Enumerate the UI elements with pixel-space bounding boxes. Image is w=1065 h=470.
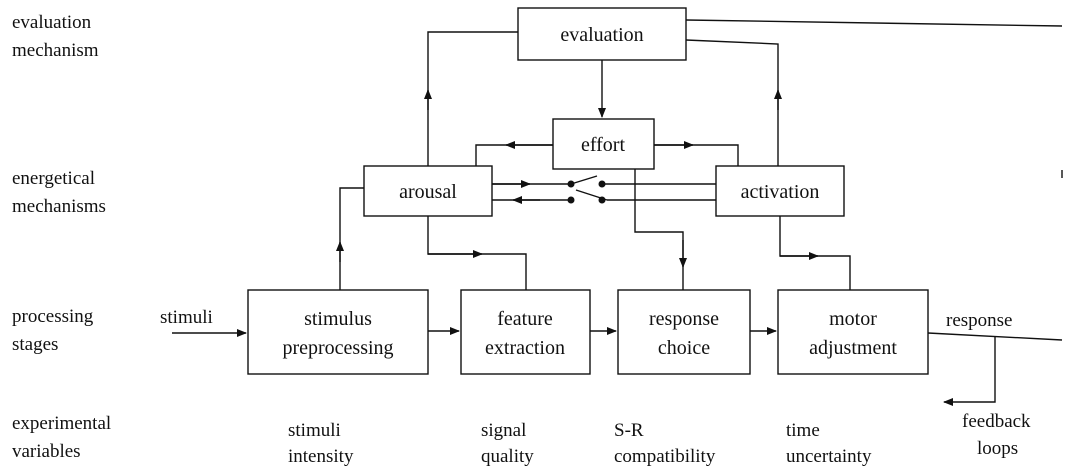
effort-to-activation-line (654, 144, 739, 166)
feedback-label-2: loops (977, 438, 1018, 459)
svg-text:mechanism: mechanism (12, 40, 99, 61)
arousal-box (363, 165, 493, 217)
var-time-uncertainty-2: uncertainty (786, 446, 872, 467)
connectors (172, 19, 1063, 406)
var-sr-compatibility-2: compatibility (614, 446, 716, 467)
row-label-energetical: energetical mechanisms (12, 168, 106, 217)
response-label: response (946, 310, 1012, 331)
boxes (247, 7, 929, 375)
svg-text:evaluation: evaluation (12, 12, 92, 33)
svg-text:stages: stages (12, 334, 58, 355)
var-sr-compatibility-1: S-R (614, 420, 644, 441)
stimulus-preprocessing-label-2: preprocessing (282, 337, 393, 359)
feature-extraction-label-1: feature (497, 308, 553, 330)
svg-text:variables: variables (12, 441, 81, 462)
row-label-experimental: experimental variables (12, 413, 111, 462)
flow-labels: stimuli response feedback loops (160, 307, 1031, 459)
effort-to-arousal-line (475, 144, 553, 166)
feature-extraction-box (460, 289, 591, 375)
activation-to-evaluation-line (685, 39, 779, 166)
var-signal-quality-1: signal (481, 420, 526, 441)
effort-label: effort (581, 134, 625, 156)
var-stimuli-intensity-2: intensity (288, 446, 354, 467)
svg-text:mechanisms: mechanisms (12, 196, 106, 217)
svg-text:processing: processing (12, 306, 94, 327)
motor-adjustment-box (777, 289, 929, 375)
response-choice-box (617, 289, 751, 375)
feedback-label-1: feedback (962, 411, 1031, 432)
stimulus-preprocessing-label-1: stimulus (304, 308, 372, 330)
arousal-label: arousal (399, 181, 457, 203)
arousal-to-feature-line (427, 216, 527, 290)
experimental-variables: stimuli intensity signal quality S-R com… (288, 420, 872, 467)
feedback-loop-arrow (943, 336, 996, 406)
row-label-processing: processing stages (12, 306, 94, 355)
svg-text:energetical: energetical (12, 168, 95, 189)
effort-to-response-line (634, 169, 684, 290)
stimuli-label: stimuli (160, 307, 213, 328)
box-labels: evaluation effort arousal activation sti… (282, 24, 897, 359)
var-signal-quality-2: quality (481, 446, 534, 467)
response-choice-label-1: response (649, 308, 719, 330)
row-label-evaluation: evaluation mechanism (12, 12, 99, 61)
feature-extraction-label-2: extraction (485, 337, 565, 359)
response-choice-label-2: choice (658, 337, 710, 359)
evaluation-label: evaluation (560, 24, 643, 46)
stimulus-to-arousal-line (339, 187, 364, 290)
var-time-uncertainty-1: time (786, 420, 820, 441)
activation-to-motor-line (779, 216, 851, 290)
motor-adjustment-label-2: adjustment (809, 337, 897, 359)
evaluation-box (517, 7, 687, 61)
motor-adjustment-label-1: motor (829, 308, 877, 330)
effort-box (552, 118, 655, 170)
arousal-to-evaluation-line (427, 31, 518, 166)
switch-dots (567, 180, 606, 204)
activation-label: activation (741, 181, 820, 203)
activation-box (715, 165, 845, 217)
switch-top-lever (570, 175, 598, 185)
svg-text:experimental: experimental (12, 413, 111, 434)
var-stimuli-intensity-1: stimuli (288, 420, 341, 441)
stimulus-preprocessing-box (247, 289, 429, 375)
evaluation-output-line (685, 19, 1063, 27)
